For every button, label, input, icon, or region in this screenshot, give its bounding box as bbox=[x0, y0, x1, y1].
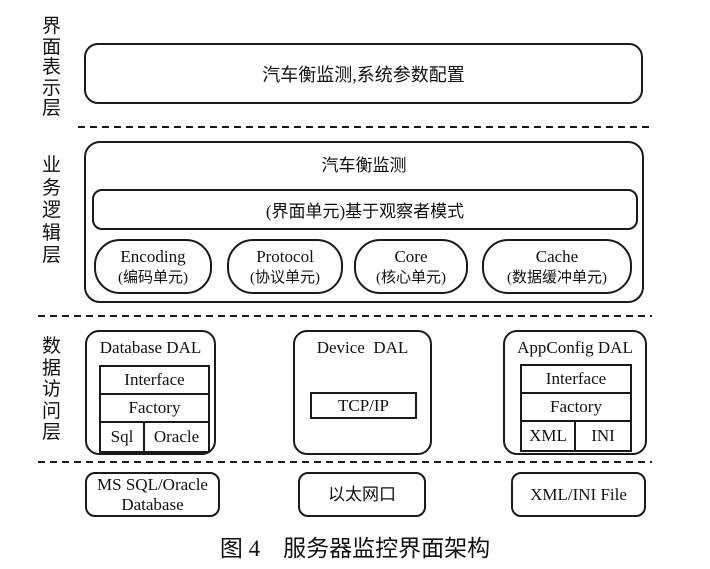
unit-encoding-name: Encoding bbox=[120, 246, 186, 266]
unit-core-desc: (核心单元) bbox=[376, 269, 446, 286]
database-dal-table: Interface Factory Sql Oracle bbox=[99, 365, 210, 453]
layer-divider-2 bbox=[38, 315, 652, 317]
unit-protocol-name: Protocol bbox=[256, 246, 314, 266]
unit-protocol-desc: (协议单元) bbox=[250, 269, 320, 286]
presentation-app-box: 汽车衡监测,系统参数配置 bbox=[84, 43, 643, 104]
layer-label-data-access: 数据访问层 bbox=[41, 336, 61, 443]
layer-label-presentation: 界面表示层 bbox=[41, 16, 61, 119]
resource-file-box: XML/INI File bbox=[511, 472, 646, 517]
unit-core: Core (核心单元) bbox=[354, 239, 468, 294]
unit-core-name: Core bbox=[394, 246, 428, 266]
appconfig-dal-title: AppConfig DAL bbox=[517, 338, 633, 357]
resource-database-box: MS SQL/Oracle Database bbox=[85, 472, 220, 517]
database-dal-cell-sql: Sql bbox=[101, 423, 145, 451]
appconfig-dal-row-interface: Interface bbox=[522, 366, 630, 394]
resource-ethernet-box: 以太网口 bbox=[298, 472, 426, 517]
device-dal-title: Device DAL bbox=[316, 338, 409, 357]
appconfig-dal-row-factory: Factory bbox=[522, 394, 630, 422]
unit-cache-name: Cache bbox=[535, 246, 579, 266]
business-layer-box: 汽车衡监测 (界面单元)基于观察者模式 Encoding (编码单元) Prot… bbox=[84, 141, 644, 303]
database-dal-row-factory: Factory bbox=[101, 395, 208, 423]
tcpip-text: TCP/IP bbox=[337, 395, 390, 415]
presentation-app-box-text: 汽车衡监测,系统参数配置 bbox=[262, 64, 465, 85]
layer-label-business: 业务逻辑层 bbox=[41, 155, 61, 266]
database-dal-title: Database DAL bbox=[99, 338, 202, 357]
appconfig-dal-cell-ini: INI bbox=[591, 426, 615, 445]
figure-caption: 图 4 服务器监控界面架构 bbox=[219, 536, 491, 561]
unit-encoding: Encoding (编码单元) bbox=[94, 239, 212, 294]
unit-protocol: Protocol (协议单元) bbox=[227, 239, 343, 294]
unit-cache: Cache (数据缓冲单元) bbox=[482, 239, 632, 294]
pattern-unit-text: (界面单元)基于观察者模式 bbox=[265, 202, 465, 221]
appconfig-dal-cell-xml: XML bbox=[522, 422, 576, 450]
layer-divider-3 bbox=[38, 461, 652, 463]
business-title: 汽车衡监测 bbox=[321, 156, 407, 175]
tcpip-box: TCP/IP bbox=[310, 392, 417, 419]
pattern-unit-box: (界面单元)基于观察者模式 bbox=[92, 189, 638, 230]
database-dal-box: Database DAL Interface Factory Sql Oracl… bbox=[85, 330, 216, 455]
database-dal-row-interface: Interface bbox=[101, 367, 208, 395]
appconfig-dal-table: Interface Factory XML INI bbox=[520, 364, 632, 452]
layer-divider-1 bbox=[78, 126, 650, 128]
device-dal-box: Device DAL TCP/IP bbox=[293, 330, 432, 455]
unit-encoding-desc: (编码单元) bbox=[118, 269, 188, 286]
appconfig-dal-box: AppConfig DAL Interface Factory XML INI bbox=[503, 330, 647, 455]
database-dal-cell-oracle: Oracle bbox=[153, 427, 200, 446]
unit-cache-desc: (数据缓冲单元) bbox=[507, 269, 607, 286]
